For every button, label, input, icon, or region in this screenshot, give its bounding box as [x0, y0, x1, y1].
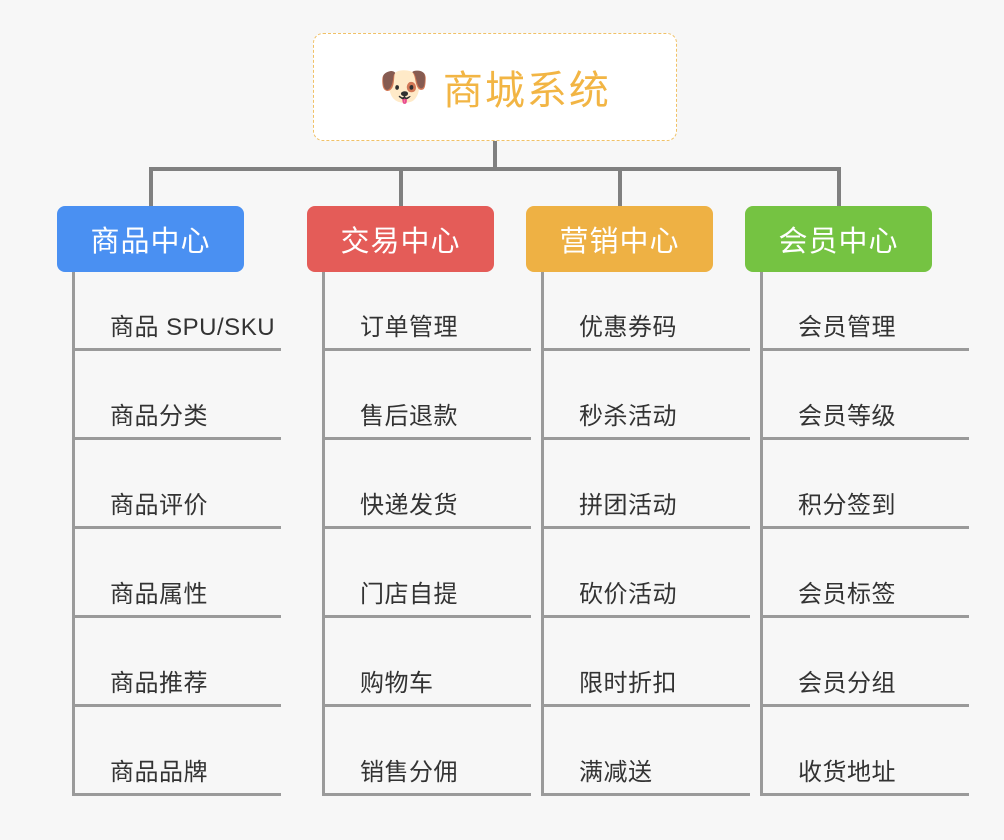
connector-drop-marketing-center	[617, 167, 622, 206]
branch-spine	[72, 272, 75, 796]
leaf-underline	[322, 437, 531, 440]
leaf-label: 会员标签	[798, 581, 896, 608]
leaf-underline	[72, 526, 281, 529]
leaf-label: 商品 SPU/SKU	[110, 314, 276, 341]
leaf-label: 售后退款	[360, 403, 458, 430]
leaf-underline	[322, 348, 531, 351]
category-box-product-center[interactable]: 商品中心	[57, 206, 244, 272]
leaf-label: 商品评价	[110, 492, 208, 519]
leaf-underline	[760, 526, 969, 529]
leaf-label: 购物车	[360, 670, 434, 697]
category-box-marketing-center[interactable]: 营销中心	[526, 206, 713, 272]
category-label: 交易中心	[340, 226, 461, 258]
category-label: 商品中心	[90, 226, 211, 258]
leaf-label: 销售分佣	[360, 759, 458, 786]
leaf-label: 商品属性	[110, 581, 208, 608]
category-label: 会员中心	[778, 226, 899, 258]
leaf-label: 优惠券码	[579, 314, 677, 341]
leaf-underline	[760, 437, 969, 440]
leaf-underline	[541, 437, 750, 440]
connector-root-stem	[493, 141, 497, 171]
leaf-underline	[541, 526, 750, 529]
leaf-underline	[760, 615, 969, 618]
leaf-underline	[760, 704, 969, 707]
shiba-dog-face-icon: 🐶	[379, 65, 429, 109]
leaf-underline	[541, 793, 750, 796]
leaf-label: 订单管理	[360, 314, 458, 341]
leaf-label: 门店自提	[360, 581, 458, 608]
leaf-underline	[760, 793, 969, 796]
leaf-label: 限时折扣	[579, 670, 677, 697]
leaf-label: 会员分组	[798, 670, 896, 697]
leaf-label: 商品品牌	[110, 759, 208, 786]
leaf-label: 积分签到	[798, 492, 896, 519]
leaf-label: 满减送	[579, 759, 653, 786]
leaf-underline	[760, 348, 969, 351]
branch-spine	[541, 272, 544, 796]
leaf-underline	[72, 704, 281, 707]
connector-drop-member-center	[836, 167, 841, 206]
leaf-underline	[72, 615, 281, 618]
leaf-underline	[322, 615, 531, 618]
leaf-label: 会员等级	[798, 403, 896, 430]
branch-spine	[760, 272, 763, 796]
branch-spine	[322, 272, 325, 796]
leaf-label: 商品推荐	[110, 670, 208, 697]
leaf-underline	[541, 348, 750, 351]
leaf-label: 快递发货	[360, 492, 458, 519]
leaf-underline	[72, 437, 281, 440]
leaf-label: 拼团活动	[579, 492, 677, 519]
connector-drop-trade-center	[398, 167, 403, 206]
leaf-label: 商品分类	[110, 403, 208, 430]
leaf-underline	[322, 793, 531, 796]
leaf-label: 会员管理	[798, 314, 896, 341]
root-title: 商城系统	[442, 69, 611, 113]
category-box-trade-center[interactable]: 交易中心	[307, 206, 494, 272]
leaf-underline	[322, 704, 531, 707]
leaf-underline	[541, 704, 750, 707]
connector-drop-product-center	[148, 167, 153, 206]
leaf-underline	[541, 615, 750, 618]
category-label: 营销中心	[559, 226, 680, 258]
connector-trunk-bar	[148, 167, 841, 171]
leaf-label: 收货地址	[798, 759, 896, 786]
leaf-underline	[72, 793, 281, 796]
leaf-underline	[72, 348, 281, 351]
leaf-label: 砍价活动	[579, 581, 677, 608]
leaf-label: 秒杀活动	[579, 403, 677, 430]
root-node[interactable]: 🐶 商城系统	[313, 33, 677, 141]
category-box-member-center[interactable]: 会员中心	[745, 206, 932, 272]
leaf-underline	[322, 526, 531, 529]
